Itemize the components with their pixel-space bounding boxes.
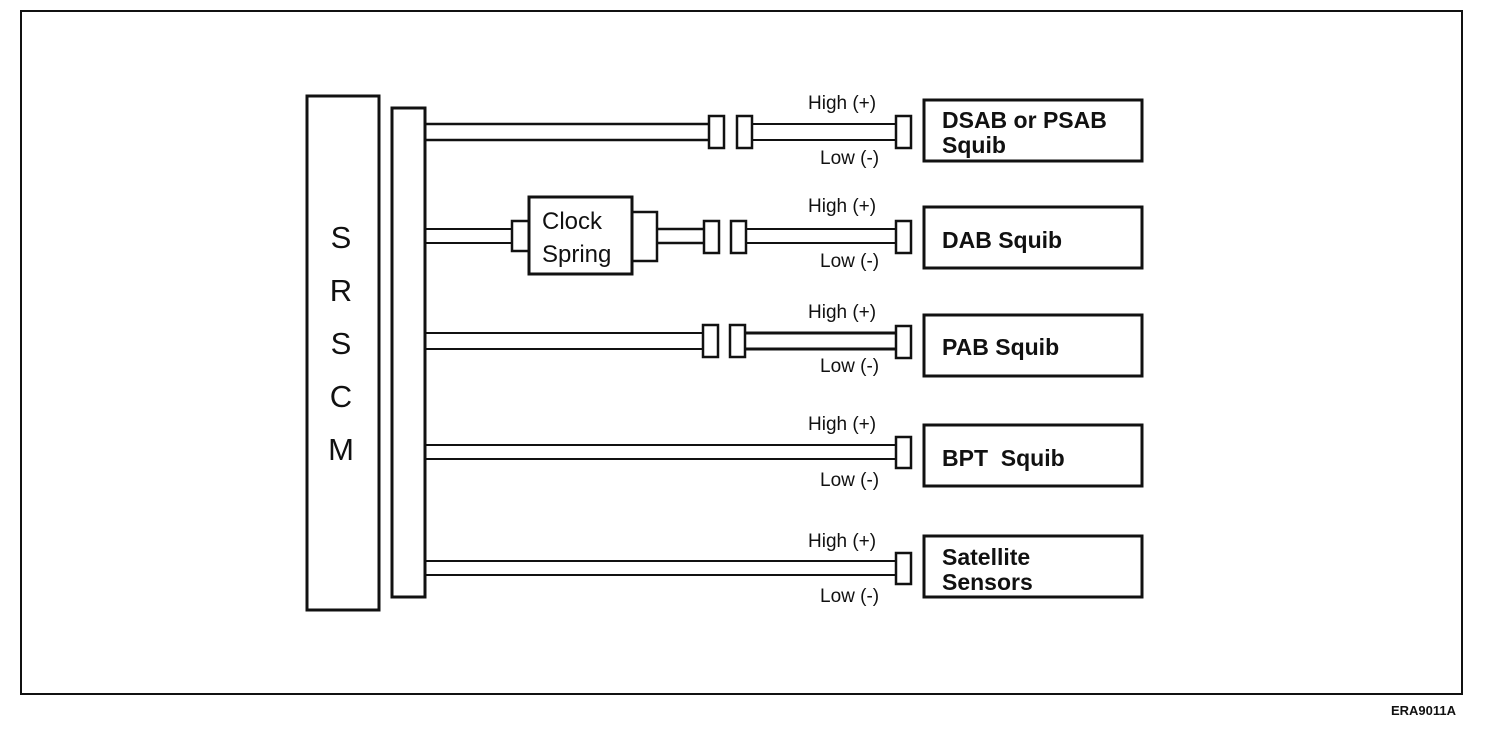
- srscm-module-box: [305, 94, 381, 612]
- squib-connector: [894, 324, 913, 360]
- squib-connector: [894, 435, 913, 470]
- high-label: High (+): [808, 302, 876, 323]
- squib-connector: [894, 114, 913, 150]
- circuit-dab: Clock Spring High (+) Low (-) DAB Squib: [425, 195, 1144, 276]
- device-label: Satellite: [942, 544, 1030, 570]
- connector-half: [702, 219, 721, 255]
- high-label: High (+): [808, 414, 876, 435]
- high-label: High (+): [808, 531, 876, 552]
- device-box: [922, 98, 1144, 163]
- circuit-dsab-psab: High (+) Low (-) DSAB or PSAB Squib: [425, 93, 1144, 169]
- figure-code: ERA9011A: [1391, 703, 1457, 718]
- device-label: DSAB or PSAB: [942, 107, 1107, 133]
- connector-half: [735, 114, 754, 150]
- device-box: [922, 205, 1144, 270]
- connector-half: [707, 114, 726, 150]
- clock-spring-input-connector: [510, 219, 531, 253]
- circuit-pab: High (+) Low (-) PAB Squib: [425, 302, 1144, 378]
- high-label: High (+): [808, 196, 876, 217]
- clock-spring-label: Spring: [542, 241, 611, 268]
- device-box: [922, 534, 1144, 599]
- squib-connector: [894, 551, 913, 586]
- srscm-letter: C: [330, 379, 352, 414]
- srscm-letter: S: [331, 326, 352, 361]
- device-box: [922, 423, 1144, 488]
- clock-spring-box: [527, 195, 634, 276]
- device-label: Sensors: [942, 569, 1033, 595]
- device-box: [922, 313, 1144, 378]
- device-label: DAB Squib: [942, 227, 1062, 253]
- high-label: High (+): [808, 93, 876, 114]
- device-label: PAB Squib: [942, 334, 1059, 360]
- low-label: Low (-): [820, 148, 879, 169]
- connector-half: [729, 219, 748, 255]
- srscm-letter: R: [330, 273, 352, 308]
- low-label: Low (-): [820, 356, 879, 377]
- low-label: Low (-): [820, 470, 879, 491]
- connector-half: [728, 323, 747, 359]
- low-label: Low (-): [820, 586, 879, 607]
- low-label: Low (-): [820, 251, 879, 272]
- diagram-frame: [20, 10, 1463, 695]
- squib-connector: [894, 219, 913, 255]
- srscm-letter: S: [331, 220, 352, 255]
- device-label: Squib: [942, 132, 1006, 158]
- clock-spring-label: Clock: [542, 208, 603, 235]
- connector-half: [701, 323, 720, 359]
- srscm-letter: M: [328, 432, 354, 467]
- clock-spring-output-bracket: [632, 210, 659, 263]
- circuit-satellite-sensors: High (+) Low (-) Satellite Sensors: [425, 531, 1144, 607]
- srscm-label: S R S C M: [328, 220, 354, 467]
- device-label: BPT Squib: [942, 445, 1065, 471]
- srscm-connector: [390, 106, 427, 599]
- circuit-bpt: High (+) Low (-) BPT Squib: [425, 414, 1144, 491]
